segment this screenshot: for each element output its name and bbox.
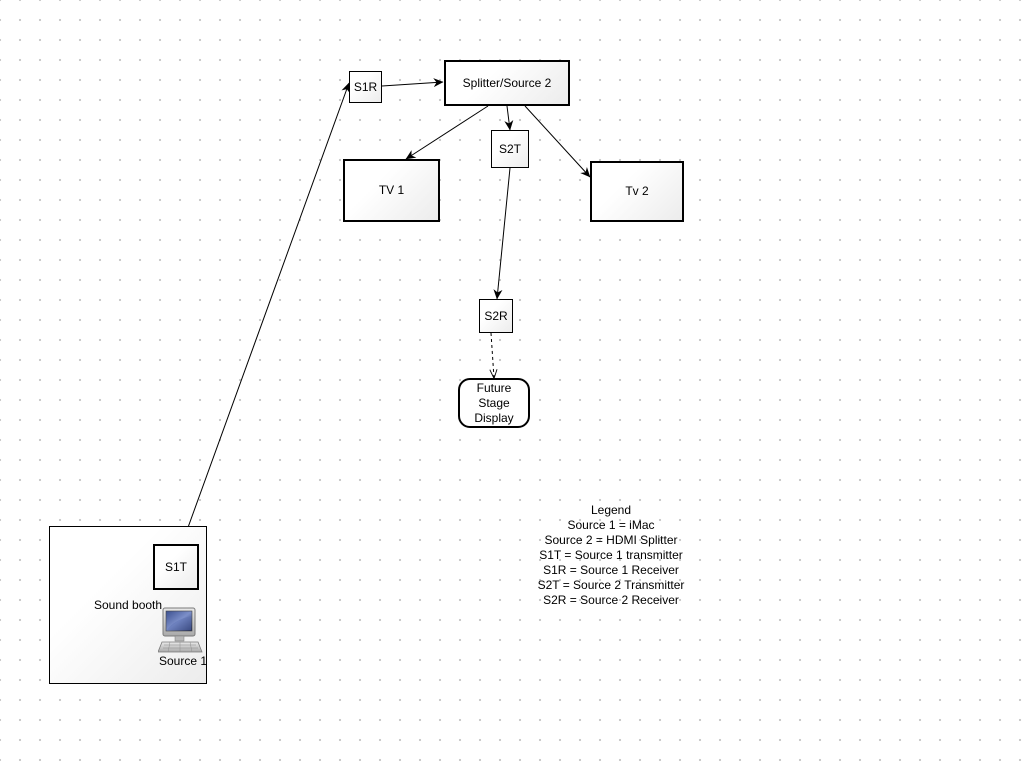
edge-s2t-to-s2r[interactable]	[493, 167, 511, 300]
tv1-label: TV 1	[378, 183, 405, 197]
legend-item: S1R = Source 1 Receiver	[543, 563, 679, 577]
legend-item: Source 1 = iMac	[567, 518, 655, 532]
edge-s2r-to-stage-display[interactable]	[491, 332, 494, 378]
stage-display-line-2: Stage	[478, 395, 510, 410]
s2t-label: S2T	[498, 141, 521, 156]
splitter-label: Splitter/Source 2	[462, 75, 552, 90]
legend-title: Legend	[590, 503, 632, 517]
imac-computer-icon[interactable]	[158, 606, 206, 656]
s1t-label: S1T	[164, 559, 187, 574]
edge-s1t-to-s1r[interactable]	[181, 82, 350, 545]
legend-item: S1T = Source 1 transmitter	[539, 548, 683, 562]
s1r-label: S1R	[353, 79, 378, 94]
stage-display-label: Future Stage Display	[474, 381, 513, 426]
edge-splitter-to-tv1[interactable]	[405, 105, 489, 160]
s2r-node[interactable]: S2R	[479, 299, 513, 333]
legend-item: S2R = Source 2 Receiver	[543, 593, 679, 607]
edge-s1r-to-splitter[interactable]	[381, 78, 444, 88]
edge-splitter-to-tv2[interactable]	[524, 105, 591, 178]
tv2-label: Tv 2	[625, 184, 649, 198]
stage-display-line-1: Future	[476, 380, 512, 395]
legend[interactable]: Legend Source 1 = iMac Source 2 = HDMI S…	[511, 503, 711, 608]
sound-booth-label: Sound booth	[94, 598, 163, 612]
legend-item: S2T = Source 2 Transmitter	[537, 578, 685, 592]
tv2-node[interactable]: Tv 2	[590, 161, 684, 222]
s1r-node[interactable]: S1R	[349, 71, 382, 103]
s2r-label: S2R	[484, 308, 508, 323]
stage-display-line-3: Display	[474, 410, 514, 425]
edge-splitter-to-s2t[interactable]	[504, 105, 514, 131]
s2t-node[interactable]: S2T	[491, 130, 529, 168]
tv1-node[interactable]: TV 1	[343, 159, 440, 222]
legend-item: Source 2 = HDMI Splitter	[544, 533, 678, 547]
source1-label: Source 1	[159, 654, 208, 668]
s1t-node[interactable]: S1T	[153, 544, 199, 590]
splitter-source2-node[interactable]: Splitter/Source 2	[444, 60, 570, 106]
future-stage-display-node[interactable]: Future Stage Display	[458, 378, 530, 428]
